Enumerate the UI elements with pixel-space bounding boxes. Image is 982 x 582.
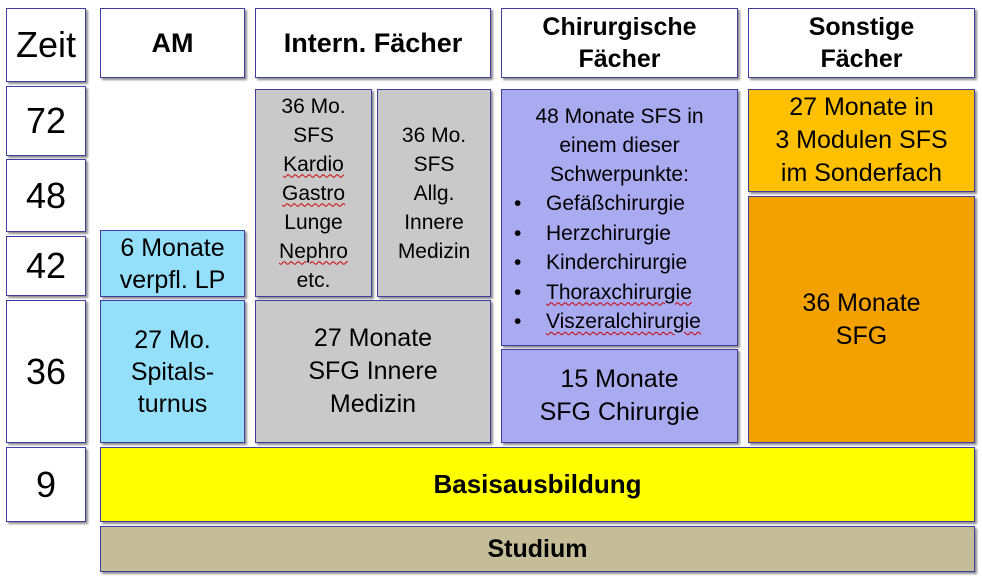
chir-specialty-item: Kinderchirurgie bbox=[514, 248, 737, 278]
time-value: 36 bbox=[25, 350, 67, 392]
intern-sfs-line: Gastro bbox=[281, 181, 346, 205]
intern-allg-line: Medizin bbox=[397, 239, 471, 263]
intern-allg-line: 36 Mo. bbox=[401, 123, 467, 147]
chir-sfs-intro-line: einem dieser bbox=[559, 134, 680, 157]
basisausbildung-bar: Basisausbildung bbox=[100, 447, 975, 522]
time-36: 36 bbox=[6, 300, 86, 443]
chir-specialty-item: Thoraxchirurgie bbox=[514, 278, 737, 308]
time-header-label: Zeit bbox=[15, 24, 76, 65]
chir-sfs-intro-line: 48 Monate SFS in bbox=[535, 105, 704, 128]
time-header: Zeit bbox=[6, 8, 86, 82]
basisausbildung-label: Basisausbildung bbox=[433, 469, 642, 499]
studium-label: Studium bbox=[487, 534, 588, 563]
chir-sfs-block: 48 Monate SFS in einem dieser Schwerpunk… bbox=[501, 89, 738, 346]
header-sonst-line: Sonstige bbox=[808, 13, 915, 41]
chir-sfg-line: 15 Monate bbox=[560, 365, 679, 393]
header-intern: Intern. Fächer bbox=[255, 8, 491, 78]
time-value: 42 bbox=[25, 245, 67, 286]
sonst-sfg-block: 36 Monate SFG bbox=[748, 196, 975, 443]
time-value: 48 bbox=[25, 174, 67, 216]
time-42: 42 bbox=[6, 236, 86, 296]
sonst-sfg-line: SFG bbox=[835, 321, 888, 350]
header-intern-label: Intern. Fächer bbox=[283, 27, 463, 58]
studium-bar: Studium bbox=[100, 526, 975, 572]
sonst-sfs-block: 27 Monate in 3 Modulen SFS im Sonderfach bbox=[748, 89, 975, 192]
am-turnus-line: turnus bbox=[137, 389, 208, 418]
intern-sfs-line: Nephro bbox=[279, 239, 348, 263]
chir-sfs-intro-line: Schwerpunkte: bbox=[550, 163, 689, 186]
sonst-sfs-line: im Sonderfach bbox=[780, 159, 943, 187]
header-chir-line: Chirurgische bbox=[542, 13, 697, 41]
intern-sfs-line: etc. bbox=[296, 268, 331, 292]
chir-specialty-item: Gefäßchirurgie bbox=[514, 189, 737, 219]
header-chir: Chirurgische Fächer bbox=[501, 8, 738, 78]
am-lp-line: verpfl. LP bbox=[119, 265, 226, 294]
intern-sfs-line: 36 Mo. bbox=[281, 94, 346, 118]
intern-sfg-line: 27 Monate bbox=[313, 324, 433, 352]
sonst-sfs-line: 27 Monate in bbox=[789, 93, 934, 121]
am-lp-block: 6 Monate verpfl. LP bbox=[100, 230, 245, 297]
time-value: 9 bbox=[35, 463, 57, 505]
chir-sfg-block: 15 Monate SFG Chirurgie bbox=[501, 349, 738, 443]
chir-specialty-item: Viszeralchirurgie bbox=[514, 307, 737, 337]
am-turnus-block: 27 Mo. Spitals- turnus bbox=[100, 300, 245, 443]
intern-sfs-line: Kardio bbox=[283, 152, 344, 176]
intern-allg-line: Allg. bbox=[413, 181, 455, 205]
sonst-sfs-line: 3 Modulen SFS bbox=[775, 126, 948, 154]
header-am-label: AM bbox=[151, 27, 194, 58]
intern-allg-line: Innere bbox=[404, 210, 464, 234]
time-9: 9 bbox=[6, 447, 86, 522]
time-48: 48 bbox=[6, 159, 86, 232]
intern-sfs-line: SFS bbox=[293, 123, 334, 147]
header-sonst: Sonstige Fächer bbox=[748, 8, 975, 78]
chir-specialty-item: Herzchirurgie bbox=[514, 219, 737, 249]
intern-sfs-line: Lunge bbox=[284, 210, 343, 234]
header-sonst-line: Fächer bbox=[820, 45, 903, 73]
chir-specialty-list: Gefäßchirurgie Herzchirurgie Kinderchiru… bbox=[502, 189, 737, 337]
am-lp-line: 6 Monate bbox=[120, 233, 225, 262]
time-value: 72 bbox=[25, 100, 67, 141]
chir-sfg-line: SFG Chirurgie bbox=[539, 398, 700, 426]
intern-sfg-block: 27 Monate SFG Innere Medizin bbox=[255, 300, 491, 443]
am-turnus-line: Spitals- bbox=[130, 357, 215, 386]
intern-sfg-line: Medizin bbox=[329, 390, 417, 418]
intern-allg-line: SFS bbox=[413, 152, 455, 176]
intern-sfs-specialties-block: 36 Mo. SFS Kardio Gastro Lunge Nephro et… bbox=[255, 89, 372, 297]
time-72: 72 bbox=[6, 86, 86, 156]
intern-sfg-line: SFG Innere bbox=[308, 357, 438, 385]
header-chir-line: Fächer bbox=[578, 45, 661, 73]
sonst-sfg-line: 36 Monate bbox=[802, 288, 921, 317]
intern-sfs-allg-block: 36 Mo. SFS Allg. Innere Medizin bbox=[377, 89, 491, 297]
am-turnus-line: 27 Mo. bbox=[134, 325, 211, 354]
header-am: AM bbox=[100, 8, 245, 78]
